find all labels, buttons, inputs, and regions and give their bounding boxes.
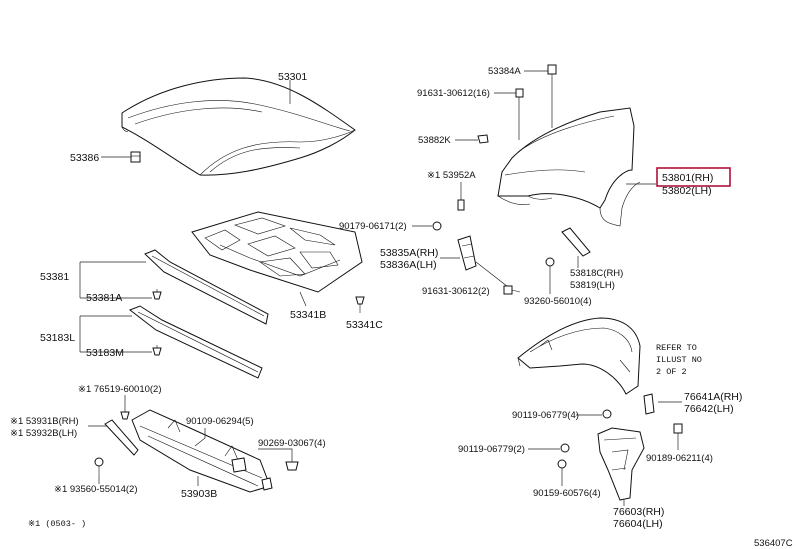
clip-53341c bbox=[355, 296, 365, 313]
clip-53952a bbox=[457, 182, 465, 211]
leader-53183l bbox=[79, 315, 152, 353]
clip-53183m bbox=[152, 345, 162, 356]
clip-53381a bbox=[152, 289, 162, 300]
hood-bumper-53386 bbox=[130, 151, 141, 163]
refer-line-3: 2 OF 2 bbox=[656, 367, 687, 377]
refer-line-2: ILLUST NO bbox=[656, 355, 702, 365]
label-53818c[interactable]: 53818C(RH) bbox=[570, 268, 623, 279]
label-76641a[interactable]: 76641A(RH) bbox=[684, 391, 742, 403]
bolt-93260 bbox=[545, 257, 555, 294]
label-53301[interactable]: 53301 bbox=[278, 71, 307, 83]
label-93260[interactable]: 93260-56010(4) bbox=[524, 296, 592, 307]
clip-90189 bbox=[673, 423, 683, 450]
clip-53384a bbox=[547, 64, 557, 128]
pad-53882k bbox=[477, 134, 489, 144]
clip-90269 bbox=[285, 461, 299, 471]
label-90119a[interactable]: 90119-06779(4) bbox=[512, 410, 579, 421]
fender-liner bbox=[517, 317, 641, 395]
clip-76519 bbox=[120, 411, 130, 420]
highlight-box-53801 bbox=[656, 167, 731, 187]
label-53183m[interactable]: 53183M bbox=[86, 347, 124, 359]
label-76519[interactable]: ※1 76519-60010(2) bbox=[78, 384, 162, 395]
bolt-91631b bbox=[503, 285, 521, 295]
footnote: ※1 (0503- ) bbox=[28, 519, 86, 529]
protector-53818c bbox=[561, 227, 591, 268]
label-93560[interactable]: ※1 93560-55014(2) bbox=[54, 484, 138, 495]
screw-90119b bbox=[560, 443, 570, 453]
hood-panel-drawing bbox=[121, 77, 356, 176]
label-91631a[interactable]: 91631-30612(16) bbox=[417, 88, 490, 99]
label-90189[interactable]: 90189-06211(4) bbox=[646, 453, 713, 464]
bolt-91631a bbox=[515, 88, 524, 140]
leader-53381 bbox=[79, 261, 152, 299]
bracket-76641a bbox=[643, 393, 655, 415]
nut-90179 bbox=[432, 221, 442, 231]
label-53952a[interactable]: ※1 53952A bbox=[427, 170, 476, 181]
label-53819[interactable]: 53819(LH) bbox=[570, 280, 615, 291]
label-53836a[interactable]: 53836A(LH) bbox=[380, 259, 437, 271]
label-90119b[interactable]: 90119-06779(2) bbox=[458, 444, 525, 455]
label-53386[interactable]: 53386 bbox=[70, 152, 99, 164]
label-53381[interactable]: 53381 bbox=[40, 271, 69, 283]
hood-seal-53183l bbox=[128, 305, 263, 379]
hood-seal-53381 bbox=[144, 249, 269, 325]
label-53183l[interactable]: 53183L bbox=[40, 332, 75, 344]
bracket-53835a bbox=[457, 235, 513, 291]
label-90179[interactable]: 90179-06171(2) bbox=[339, 221, 407, 232]
label-53801[interactable]: 53801(RH) bbox=[662, 172, 713, 184]
screw-90159 bbox=[557, 459, 567, 486]
label-53381a[interactable]: 53381A bbox=[86, 292, 122, 304]
label-53932b[interactable]: ※1 53932B(LH) bbox=[10, 428, 77, 439]
drawing-id: 536407C bbox=[754, 538, 793, 549]
splash-shield-53903b bbox=[131, 409, 273, 493]
label-53882k[interactable]: 53882K bbox=[418, 135, 451, 146]
label-53903b[interactable]: 53903B bbox=[181, 488, 217, 500]
label-53931b[interactable]: ※1 53931B(RH) bbox=[10, 416, 79, 427]
label-76603[interactable]: 76603(RH) bbox=[613, 506, 664, 518]
label-90269[interactable]: 90269-03067(4) bbox=[258, 438, 326, 449]
hood-insulator-53341b bbox=[191, 211, 363, 293]
label-90109[interactable]: 90109-06294(5) bbox=[186, 416, 254, 427]
bracket-53931b bbox=[104, 419, 139, 456]
label-53835a[interactable]: 53835A(RH) bbox=[380, 247, 438, 259]
label-53341b[interactable]: 53341B bbox=[290, 309, 326, 321]
bolt-93560 bbox=[94, 457, 104, 478]
mudguard-76603 bbox=[597, 427, 645, 501]
label-91631b[interactable]: 91631-30612(2) bbox=[422, 286, 490, 297]
leader-53341b bbox=[299, 291, 307, 307]
leader-90109 bbox=[194, 428, 206, 447]
label-53384a[interactable]: 53384A bbox=[488, 66, 521, 77]
fender-53801 bbox=[497, 107, 641, 227]
label-53802[interactable]: 53802(LH) bbox=[662, 185, 712, 197]
label-76642[interactable]: 76642(LH) bbox=[684, 403, 734, 415]
leader-90269 bbox=[258, 448, 293, 462]
label-90159[interactable]: 90159-60576(4) bbox=[533, 488, 601, 499]
label-53341c[interactable]: 53341C bbox=[346, 319, 383, 331]
screw-90119a bbox=[602, 409, 612, 419]
refer-line-1: REFER TO bbox=[656, 343, 697, 353]
label-76604[interactable]: 76604(LH) bbox=[613, 518, 663, 530]
